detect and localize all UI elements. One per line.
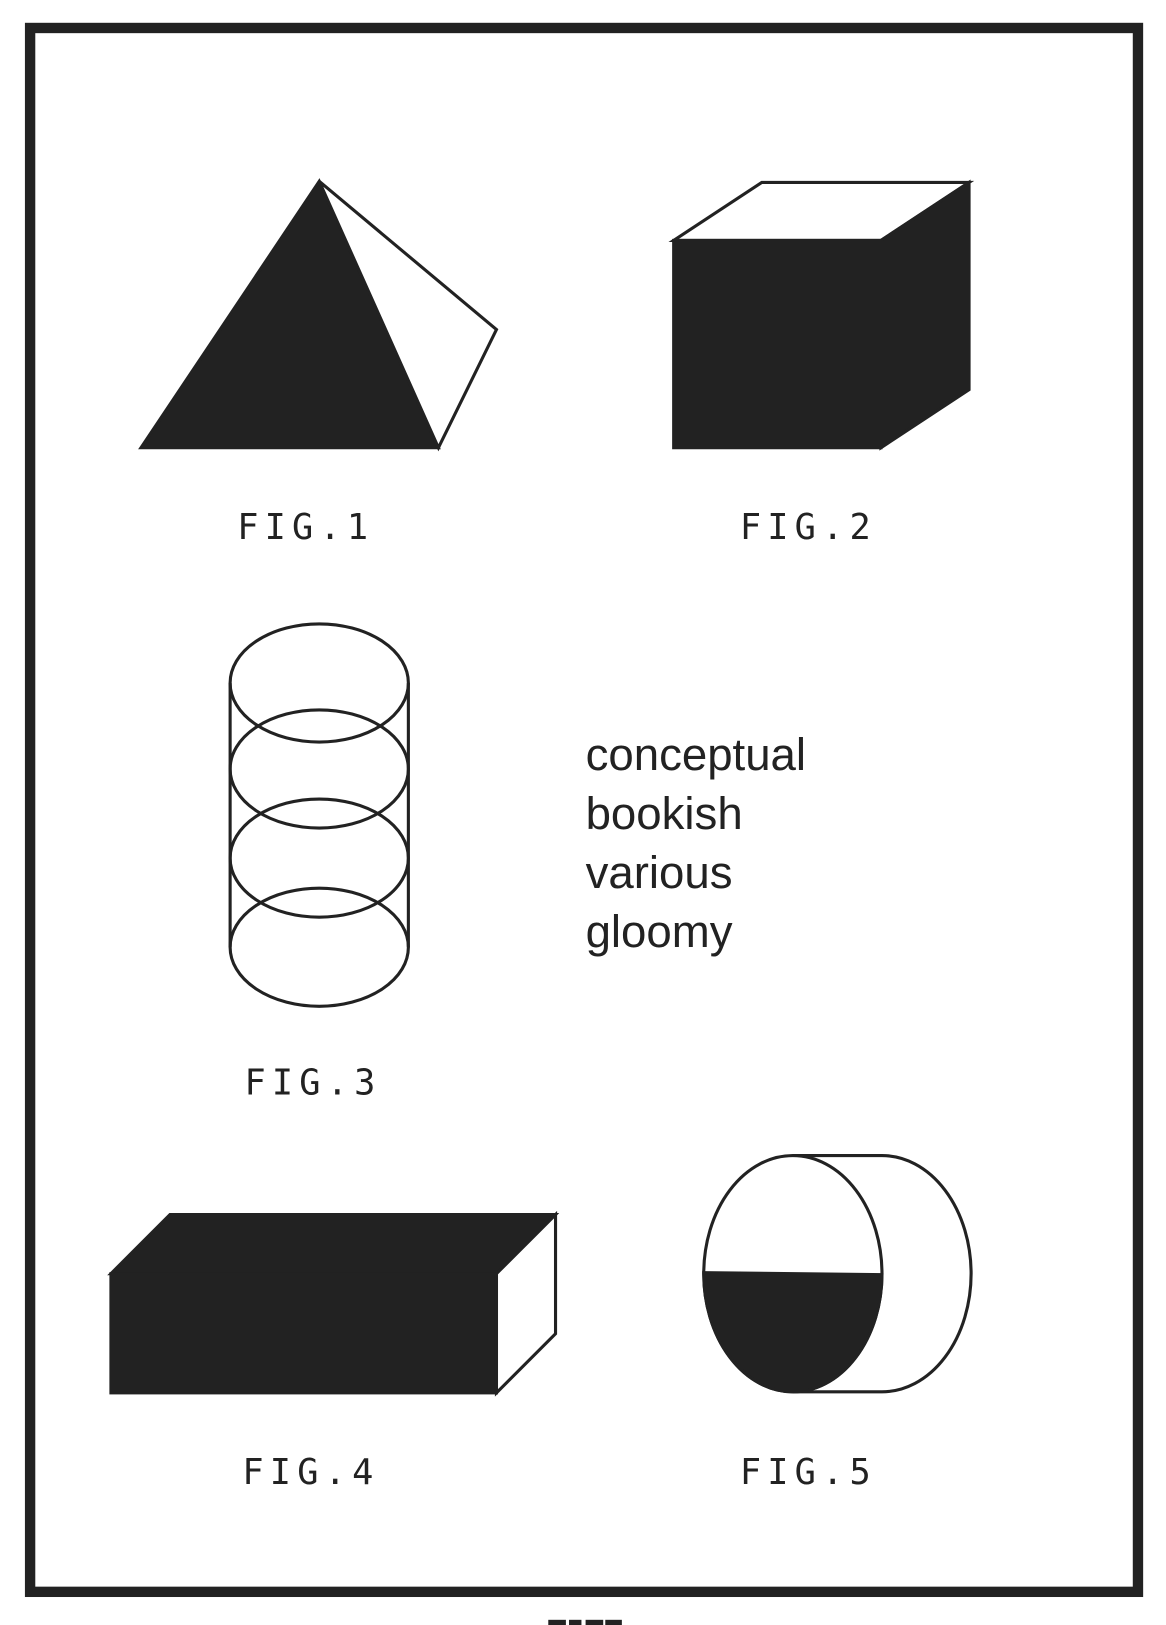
word-list: conceptual bookish various gloomy bbox=[586, 729, 806, 957]
fig3-label: FIG.3 bbox=[244, 1062, 381, 1103]
bottom-marks bbox=[548, 1619, 622, 1625]
fig1-pyramid bbox=[138, 178, 499, 452]
word-bookish: bookish bbox=[586, 788, 743, 839]
fig5-label: FIG.5 bbox=[740, 1452, 877, 1493]
fig4-label: FIG.4 bbox=[242, 1452, 379, 1493]
fig5-cylinder bbox=[702, 1153, 973, 1394]
fig2-label: FIG.2 bbox=[740, 507, 877, 548]
poster-frame bbox=[24, 22, 1144, 1598]
word-various: various bbox=[586, 847, 733, 898]
fig4-box bbox=[107, 1210, 560, 1397]
fig3-cylinder bbox=[228, 622, 410, 1008]
fig1-label: FIG.1 bbox=[237, 507, 374, 548]
word-conceptual: conceptual bbox=[586, 729, 806, 780]
word-gloomy: gloomy bbox=[586, 906, 733, 957]
fig2-cube bbox=[668, 179, 975, 451]
